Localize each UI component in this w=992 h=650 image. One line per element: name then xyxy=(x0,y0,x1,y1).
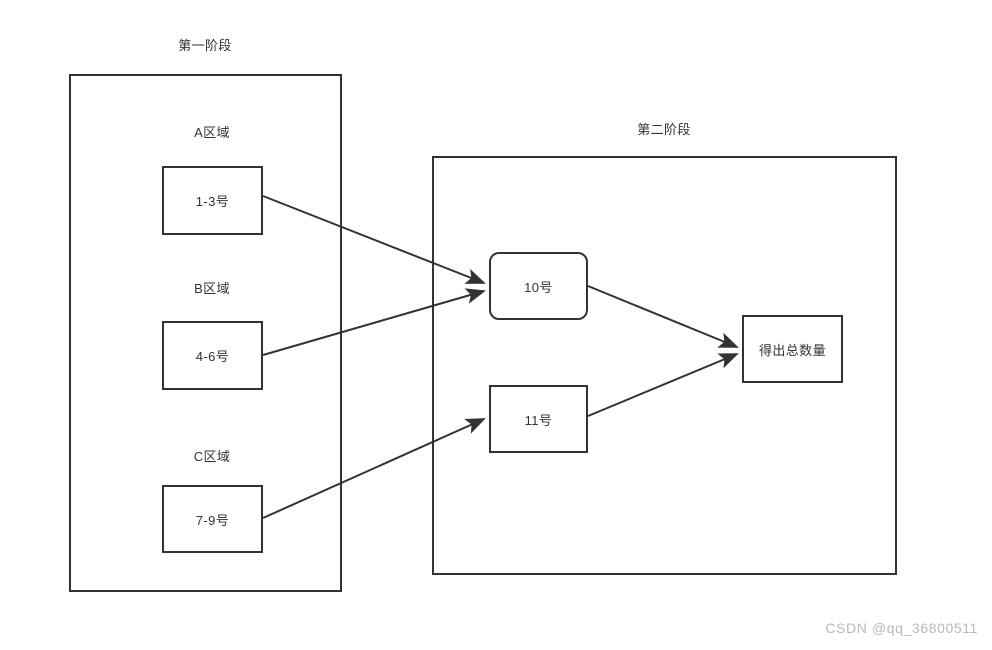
node-box-1-3[interactable]: 1-3号 xyxy=(162,166,263,235)
edge-11-to-total xyxy=(587,353,739,417)
node-box-11[interactable]: 11号 xyxy=(489,385,588,453)
stage-container-1 xyxy=(69,74,342,592)
node-box-7-9[interactable]: 7-9号 xyxy=(162,485,263,553)
stage-title-second: 第二阶段 xyxy=(637,122,691,137)
edge-1-3-to-10 xyxy=(262,195,486,284)
watermark-text: CSDN @qq_36800511 xyxy=(825,620,978,636)
zone-label-a: A区域 xyxy=(194,125,230,140)
zone-label-c: C区域 xyxy=(193,449,231,464)
edge-10-to-total xyxy=(587,285,739,348)
node-box-total[interactable]: 得出总数量 xyxy=(742,315,843,383)
zone-label-b: B区域 xyxy=(194,281,230,296)
edge-4-6-to-10 xyxy=(262,288,486,356)
stage-title-first: 第一阶段 xyxy=(178,38,232,53)
node-box-10[interactable]: 10号 xyxy=(489,252,588,320)
node-box-4-6[interactable]: 4-6号 xyxy=(162,321,263,390)
edge-7-9-to-11 xyxy=(262,418,486,519)
stage-container-2 xyxy=(432,156,897,575)
